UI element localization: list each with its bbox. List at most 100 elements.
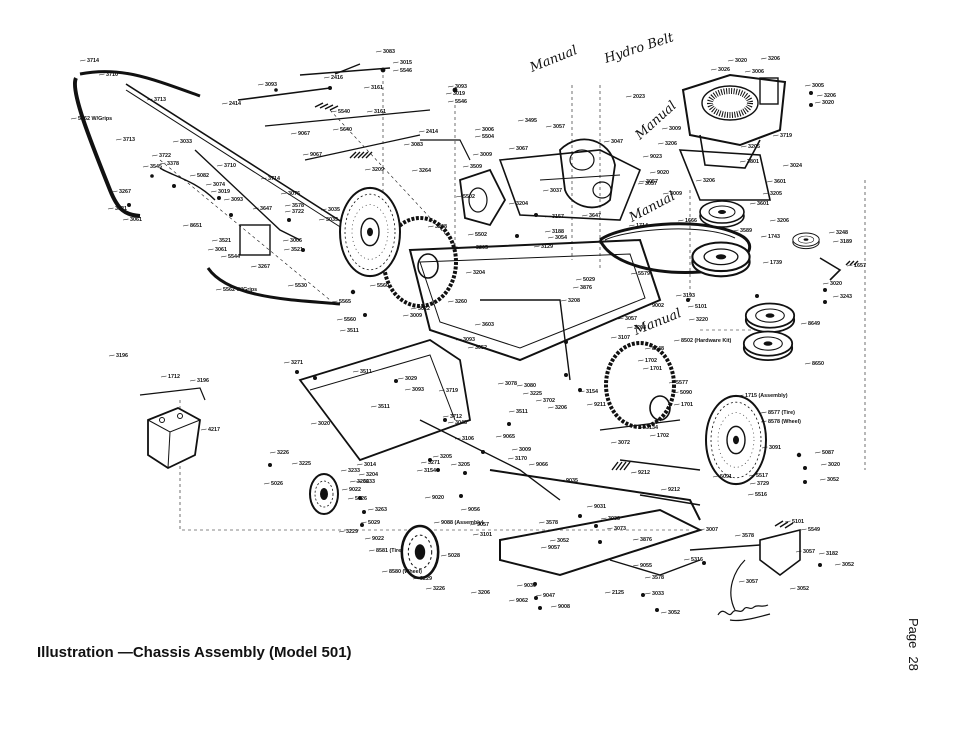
part-callout: 9212 (668, 487, 680, 493)
part-callout: 3052 (797, 586, 809, 592)
part-callout: 9031 (594, 504, 606, 510)
part-callout: 3208 (568, 298, 580, 304)
part-callout: 3511 (360, 369, 372, 375)
callout-leader (447, 421, 454, 424)
callout-leader (70, 117, 77, 120)
callout-leader (626, 326, 633, 329)
callout-leader (221, 102, 228, 105)
callout-leader (420, 461, 427, 464)
callout-leader (151, 154, 158, 157)
part-callout: 3093 (265, 82, 277, 88)
part-callout: 1712 (168, 374, 180, 380)
callout-leader (581, 214, 588, 217)
part-callout: 3067 (516, 146, 528, 152)
callout-leader (318, 218, 325, 221)
part-callout: 3009 (519, 447, 531, 453)
callout-leader (210, 190, 217, 193)
part-callout: 3033 (326, 217, 338, 223)
callout-leader (252, 207, 259, 210)
part-callout: 5577 (676, 380, 688, 386)
part-callout: 3712 (450, 414, 462, 420)
callout-leader (668, 381, 675, 384)
callout-leader (454, 437, 461, 440)
callout-leader (522, 392, 529, 395)
part-callout: 3511 (516, 409, 528, 415)
callout-leader (467, 233, 474, 236)
callout-leader (381, 570, 388, 573)
callout-leader (310, 422, 317, 425)
page-label: Page (906, 618, 921, 649)
callout-leader (438, 389, 445, 392)
engine (681, 73, 787, 169)
callout-leader (445, 92, 452, 95)
callout-leader (508, 147, 515, 150)
part-callout: 3205 (476, 245, 488, 251)
callout-leader (352, 370, 359, 373)
part-callout: 3154 (586, 389, 598, 395)
callout-leader (846, 264, 853, 267)
part-callout: 9030 (524, 583, 536, 589)
part-callout: 2416 (331, 75, 343, 81)
part-callout: 5565 (339, 299, 351, 305)
part-callout: 3052 (668, 610, 680, 616)
callout-leader (160, 375, 167, 378)
part-callout: 3264 (419, 168, 431, 174)
callout-leader (675, 294, 682, 297)
callout-leader (468, 246, 475, 249)
part-callout: 3047 (611, 139, 623, 145)
part-callout: 1739 (770, 260, 782, 266)
callout-leader (642, 367, 649, 370)
part-callout: 5549 (808, 527, 820, 533)
callout-leader (215, 288, 222, 291)
part-callout: 3205 (770, 191, 782, 197)
signature-scribble (717, 559, 771, 622)
part-callout: 3511 (378, 404, 390, 410)
callout-leader (355, 480, 362, 483)
part-callout: 3509 (470, 164, 482, 170)
callout-leader (727, 59, 734, 62)
part-callout: 5544 (228, 254, 240, 260)
part-callout: 3161 (371, 85, 383, 91)
callout-leader (644, 592, 651, 595)
part-callout: 3511 (347, 328, 359, 334)
callout-leader (375, 50, 382, 53)
callout-leader (516, 384, 523, 387)
callout-leader (200, 428, 207, 431)
callout-leader (547, 406, 554, 409)
part-callout: 5101 (792, 519, 804, 525)
part-callout: 3048 (455, 420, 467, 426)
small-pulley (792, 232, 820, 250)
callout-leader (447, 100, 454, 103)
part-callout: 9067 (310, 152, 322, 158)
callout-leader (440, 554, 447, 557)
part-callout: 3029 (405, 376, 417, 382)
callout-leader (455, 338, 462, 341)
part-callout: 3083 (383, 49, 395, 55)
callout-leader (516, 584, 523, 587)
part-callout: 9022 (372, 536, 384, 542)
callout-leader (211, 239, 218, 242)
part-callout: 5091 (720, 474, 732, 480)
callout-leader (339, 329, 346, 332)
part-callout: 3601 (757, 201, 769, 207)
part-callout: 9047 (543, 593, 555, 599)
part-callout: 3193 (683, 293, 695, 299)
part-callout: 1701 (650, 366, 662, 372)
clutch-pulley-1 (691, 241, 751, 278)
part-callout: 3722 (292, 209, 304, 215)
callout-leader (260, 177, 267, 180)
part-callout: 3093 (412, 387, 424, 393)
part-callout: 3009 (410, 313, 422, 319)
callout-leader (331, 300, 338, 303)
callout-leader (497, 382, 504, 385)
callout-leader (533, 245, 540, 248)
part-callout: 5516 (755, 492, 767, 498)
part-callout: 3208 (435, 224, 447, 230)
callout-leader (550, 605, 557, 608)
callout-leader (418, 130, 425, 133)
callout-leader (216, 164, 223, 167)
battery (139, 387, 206, 470)
handwritten-manual-low: Manual (631, 306, 684, 339)
callout-leader (172, 140, 179, 143)
